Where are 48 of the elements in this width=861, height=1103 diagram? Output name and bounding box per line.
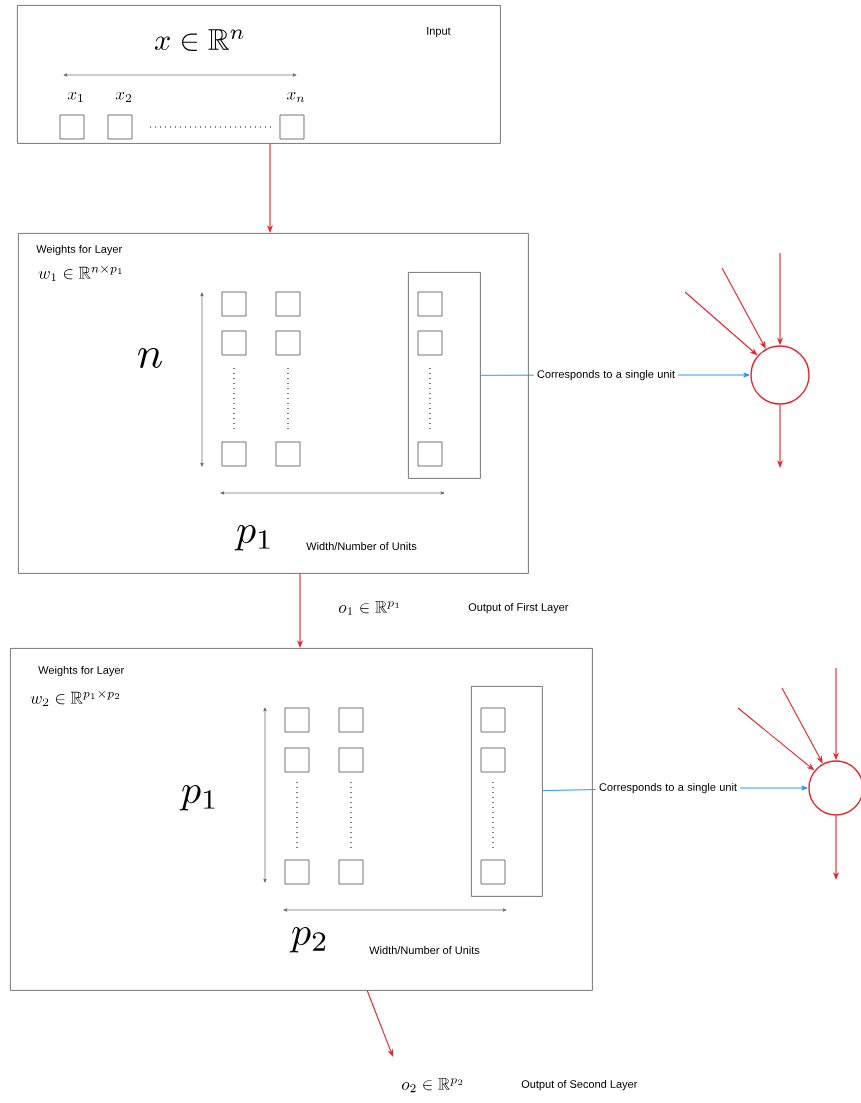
weight-cell bbox=[338, 747, 364, 773]
caption-text: Output of Second Layer bbox=[521, 1079, 638, 1091]
formula: $x_2$ bbox=[115, 91, 132, 102]
dimension-caption: Width/Number of Units bbox=[306, 541, 417, 551]
arrow bbox=[739, 785, 808, 791]
formula: $x_n$ bbox=[287, 91, 305, 103]
weight-cell bbox=[275, 291, 301, 317]
dimension-label: $p_1$ bbox=[179, 785, 215, 811]
weight-cell bbox=[480, 747, 506, 773]
weight-cell bbox=[221, 291, 247, 317]
arrow bbox=[366, 990, 393, 1057]
dimension-caption: Width/Number of Units bbox=[369, 945, 480, 955]
arrow bbox=[721, 267, 766, 349]
box-label: Input bbox=[427, 27, 451, 37]
dimension-label: $p_1$ bbox=[234, 525, 270, 551]
annotation-text: Corresponds to a single unit bbox=[537, 369, 675, 381]
weight-cell bbox=[480, 859, 506, 885]
weight-cell bbox=[275, 441, 301, 467]
dimension-label: $n$ bbox=[138, 348, 162, 368]
weight-cell bbox=[480, 707, 506, 733]
weight-cell bbox=[338, 859, 364, 885]
weight-cell bbox=[284, 707, 310, 733]
formula: $o_2 \in \mathbb{R}^{p_2}$ bbox=[402, 1077, 463, 1093]
weight-cell bbox=[221, 330, 247, 356]
weight-cell bbox=[284, 859, 310, 885]
weight-cell bbox=[417, 291, 443, 317]
box-label: Weights for Layer bbox=[38, 665, 124, 677]
weight-cell bbox=[338, 707, 364, 733]
weight-cell bbox=[221, 441, 247, 467]
unit-column-box bbox=[408, 272, 481, 479]
formula: $x_1$ bbox=[67, 91, 83, 102]
weight-cell bbox=[284, 747, 310, 773]
weight-cell bbox=[417, 330, 443, 356]
formula: $o_1 \in \mathbb{R}^{p_1}$ bbox=[339, 600, 399, 616]
dimension-label: $p_2$ bbox=[289, 927, 326, 953]
neuron-circle bbox=[750, 345, 810, 405]
formula: $w_1 \in \mathbb{R}^{n \times p_1}$ bbox=[38, 266, 122, 282]
caption-text: Output of First Layer bbox=[468, 602, 569, 614]
arrow bbox=[677, 372, 750, 378]
formula: $x \in \mathbb{R}^n$ bbox=[154, 29, 244, 51]
box-label: Weights for Layer bbox=[36, 244, 122, 256]
connector-line bbox=[480, 374, 535, 376]
weight-cell bbox=[275, 330, 301, 356]
formula: $w_2 \in \mathbb{R}^{p_1 \times p_2}$ bbox=[30, 691, 120, 707]
weight-cell bbox=[417, 441, 443, 467]
unit-column-box bbox=[471, 686, 543, 897]
annotation-text: Corresponds to a single unit bbox=[599, 782, 737, 794]
connector-line bbox=[542, 789, 597, 792]
